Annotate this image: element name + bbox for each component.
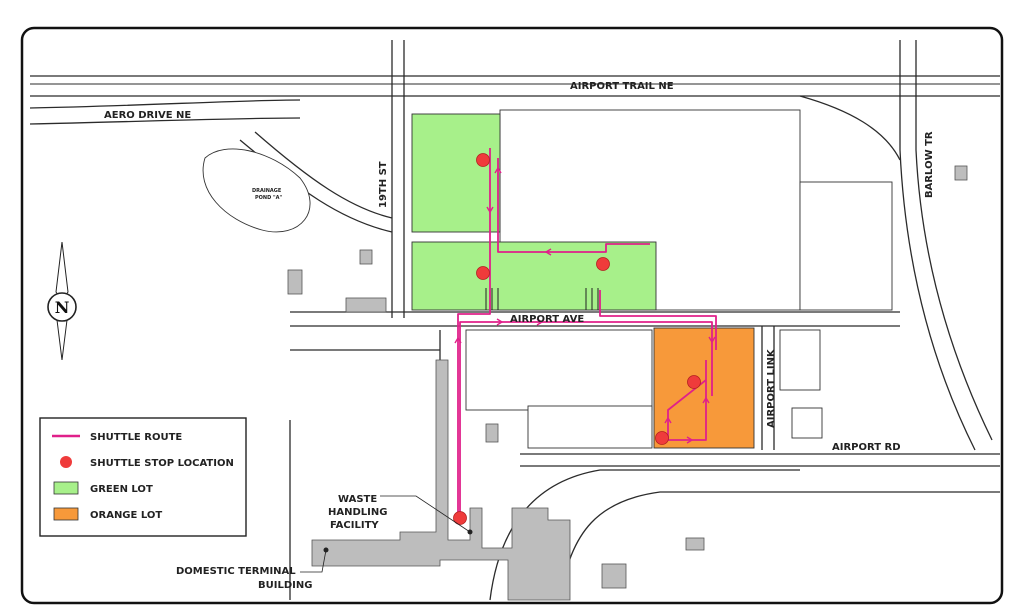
label-airport-rd: AIRPORT RD (832, 442, 901, 453)
route-arrow-6 (536, 318, 544, 326)
small-building-6 (601, 563, 627, 589)
drainage-label-2: POND "A" (255, 195, 282, 201)
building-small-east (791, 407, 823, 439)
legend-orange-swatch (53, 507, 79, 521)
small-building-5 (485, 423, 499, 443)
entrance-east (585, 288, 599, 310)
route-direction-arrows (454, 166, 716, 444)
legend-orange-label: ORANGE LOT (90, 510, 162, 521)
road-aero-drive-south (29, 117, 301, 125)
shuttle-route-branch (599, 290, 717, 350)
small-building-3 (345, 297, 387, 313)
green-lot-north (411, 113, 501, 233)
compass-letter: N (55, 298, 70, 317)
shuttle-route-path (457, 148, 713, 512)
compass: N (47, 241, 77, 361)
drainage-label-1: DRAINAGE (252, 188, 282, 194)
orange-lot (653, 327, 755, 449)
shuttle-stop-6[interactable] (453, 511, 467, 525)
shuttle-stop-1[interactable] (476, 153, 490, 167)
route-arrow-2 (486, 206, 494, 214)
label-airport-link: AIRPORT LINK (766, 348, 777, 428)
small-building-7 (685, 537, 705, 551)
shuttle-stop-4[interactable] (687, 375, 701, 389)
building-central (465, 329, 653, 411)
road-barlow-tr-east (915, 40, 993, 441)
route-arrow-4 (496, 318, 504, 326)
label-airport-ave: AIRPORT AVE (510, 314, 584, 325)
road-connector-curve-2 (254, 131, 393, 219)
building-central-south (527, 405, 653, 449)
small-building-1 (287, 269, 303, 295)
drainage-pond (202, 148, 311, 233)
legend-stop-label: SHUTTLE STOP LOCATION (90, 458, 234, 469)
lot-entrances (485, 288, 599, 310)
domestic-terminal-building (311, 359, 571, 601)
road-ne-ramp (799, 95, 901, 161)
route-arrow-3 (544, 248, 552, 256)
label-waste-1: WASTE (338, 494, 377, 505)
route-arrow-7 (708, 336, 716, 344)
shuttle-stop-2[interactable] (476, 266, 490, 280)
legend-green-label: GREEN LOT (90, 484, 153, 495)
legend-green-swatch (53, 481, 79, 495)
building-north-east (799, 181, 893, 311)
route-arrow-1 (494, 166, 502, 174)
waste-leader-line (380, 495, 471, 533)
road-network (29, 40, 1000, 601)
legend: SHUTTLE ROUTE SHUTTLE STOP LOCATION GREE… (39, 417, 247, 537)
label-waste-2: HANDLING (328, 507, 387, 518)
entrance-west (485, 288, 499, 310)
label-terminal-2: BUILDING (258, 580, 312, 591)
building-airport-link (779, 329, 821, 391)
route-arrow-10 (702, 396, 710, 404)
road-aero-drive-north (29, 99, 301, 109)
route-arrow-9 (664, 416, 672, 424)
terminal-pointer-dot (323, 547, 329, 553)
label-barlow-tr: BARLOW TR (924, 131, 935, 198)
legend-route-label: SHUTTLE ROUTE (90, 432, 182, 443)
route-arrow-5 (454, 336, 462, 344)
shuttle-stop-3[interactable] (596, 257, 610, 271)
label-waste-3: FACILITY (330, 520, 379, 531)
legend-stop-swatch (60, 456, 72, 468)
green-lot-south (411, 241, 657, 311)
small-building-2 (359, 249, 373, 265)
label-airport-trail: AIRPORT TRAIL NE (570, 81, 674, 92)
compass-ring (47, 292, 77, 322)
road-barlow-tr-west (899, 40, 976, 451)
route-arrow-8 (686, 436, 694, 444)
label-19th-st: 19TH ST (378, 161, 389, 208)
shuttle-stops (453, 153, 701, 525)
terminal-leader-line (300, 549, 327, 573)
waste-pointer-dot (467, 529, 473, 535)
small-building-4 (954, 165, 968, 181)
shuttle-stop-5[interactable] (655, 431, 669, 445)
road-terminal-loop (489, 469, 800, 601)
label-terminal-1: DOMESTIC TERMINAL (176, 566, 296, 577)
label-aero-drive: AERO DRIVE NE (104, 110, 191, 121)
